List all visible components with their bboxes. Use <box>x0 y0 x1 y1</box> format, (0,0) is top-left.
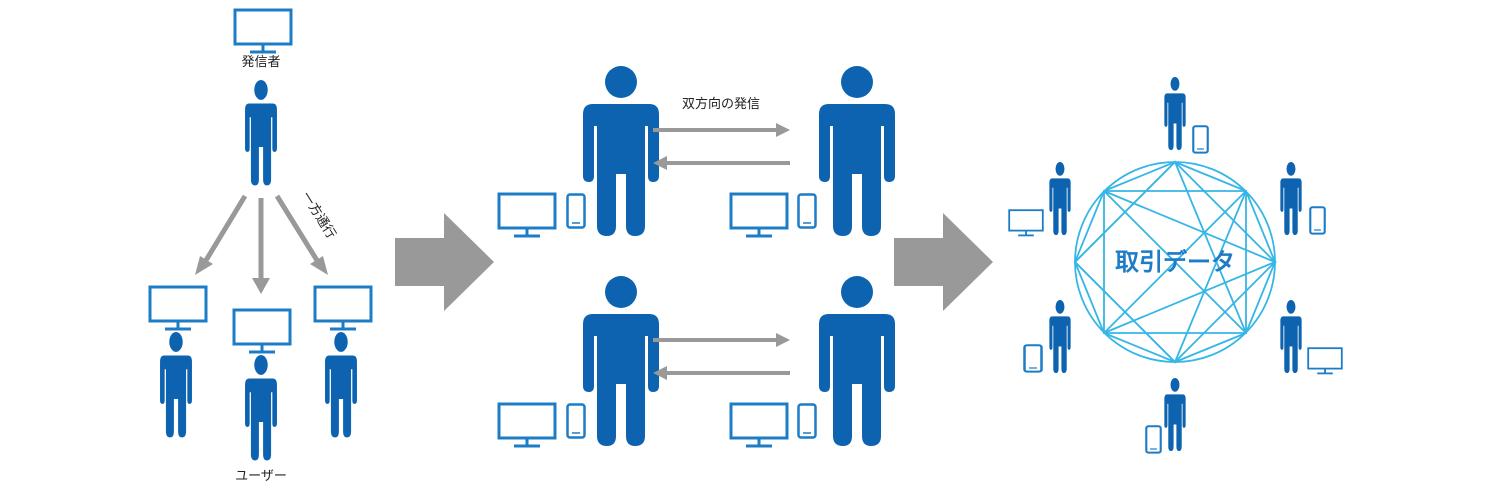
network-phone-ll-icon <box>1023 343 1043 373</box>
transaction-data-label: 取引データ <box>1115 248 1235 276</box>
middle-phone-br-icon <box>797 403 817 439</box>
user2-person-icon <box>245 355 277 461</box>
network-person-top-icon <box>1164 77 1186 151</box>
middle-person-tr-icon <box>819 66 895 236</box>
middle-monitor-br-icon <box>729 402 789 448</box>
bidirectional-arrows-bottom <box>653 333 790 380</box>
middle-monitor-tl-icon <box>497 192 557 238</box>
network-phone-ur-icon <box>1309 206 1326 235</box>
bidirectional-label: 双方向の発信 <box>681 97 761 112</box>
middle-person-bl-icon <box>583 276 659 446</box>
network-person-ll-icon <box>1049 300 1071 374</box>
one-way-arrows <box>195 194 328 294</box>
big-right-arrow-icon-1 <box>395 213 494 311</box>
middle-person-br-icon <box>819 276 895 446</box>
user2-monitor-icon <box>232 308 292 354</box>
users-label: ユーザー <box>235 469 287 484</box>
network-person-ul-icon <box>1049 162 1071 236</box>
middle-phone-bl-icon <box>566 403 586 439</box>
bidirectional-arrows-top <box>653 123 790 170</box>
right-panel <box>1008 77 1343 454</box>
middle-phone-tl-icon <box>566 193 586 229</box>
middle-person-tl-icon <box>583 66 659 236</box>
user1-person-icon <box>160 332 192 438</box>
user3-monitor-icon <box>313 285 373 331</box>
sender-person-icon <box>245 80 277 186</box>
network-monitor-ul-icon <box>1008 209 1044 237</box>
network-octagram-icon <box>1073 160 1278 364</box>
network-phone-bottom-icon <box>1145 425 1162 454</box>
user3-person-icon <box>325 332 357 438</box>
network-monitor-lr-icon <box>1307 347 1343 375</box>
user1-monitor-icon <box>148 285 208 331</box>
big-right-arrow-icon-2 <box>894 213 993 311</box>
middle-monitor-tr-icon <box>729 192 789 238</box>
network-person-lr-icon <box>1280 300 1302 374</box>
middle-phone-tr-icon <box>797 193 817 229</box>
left-panel <box>148 8 373 461</box>
sender-monitor-icon <box>233 8 293 54</box>
arrow-right <box>274 194 321 264</box>
sender-label: 発信者 <box>241 55 281 70</box>
network-person-bottom-icon <box>1164 378 1186 452</box>
middle-monitor-bl-icon <box>497 402 557 448</box>
arrow-left <box>202 194 248 264</box>
network-phone-top-icon <box>1192 125 1209 154</box>
middle-panel <box>497 66 895 448</box>
network-person-ur-icon <box>1280 162 1302 236</box>
